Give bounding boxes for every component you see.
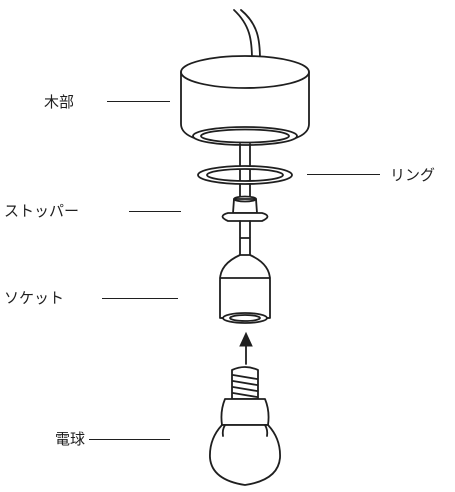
wood-label: 木部 [44,93,75,111]
bulb-leader-line [89,439,170,440]
arrow-up-icon [239,331,253,365]
stopper-icon [221,195,269,239]
ring-leader-line [307,174,380,175]
wood-leader-line [107,101,170,102]
socket-leader-line [102,298,178,299]
ring-icon [197,165,293,185]
cord-icon [233,9,261,61]
stopper-leader-line [129,211,181,212]
socket-icon [219,237,271,324]
light-bulb-icon [209,366,281,486]
wood-canopy-icon [180,55,310,146]
ring-label: リング [390,166,436,184]
bulb-label: 電球 [55,430,86,448]
socket-label: ソケット [4,289,65,307]
stopper-label: ストッパー [4,202,80,220]
